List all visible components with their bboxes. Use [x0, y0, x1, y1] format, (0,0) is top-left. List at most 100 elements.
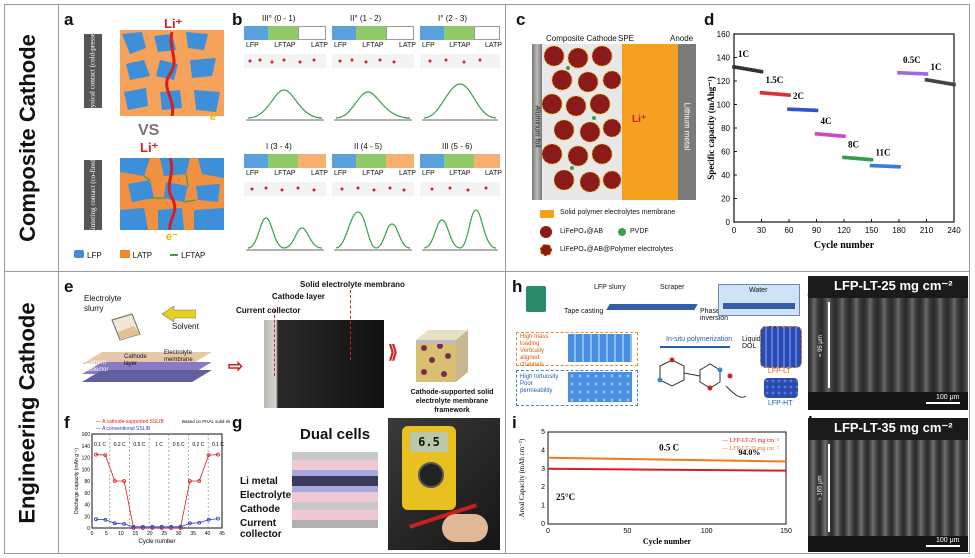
- tape-casting-bar: Tape casting LFP slurry Scraper Phase in…: [524, 282, 728, 322]
- side-label-composite: Composite Cathode: [0, 4, 56, 271]
- data-point: [864, 157, 868, 162]
- data-point: [765, 91, 769, 96]
- sd2-label-lfp: LFP: [334, 42, 347, 49]
- panel-letter-f: f: [64, 413, 70, 432]
- casting-film: [606, 304, 698, 310]
- sd5-particles: [332, 182, 414, 251]
- plot-frame: [547, 431, 787, 525]
- data-point: [844, 155, 849, 160]
- temperature-annotation: 25°C: [556, 492, 575, 502]
- sem-j-title: LFP-LT-25 mg cm⁻²: [834, 278, 953, 293]
- current-collector-label: Current collector: [236, 306, 301, 315]
- y-tick-label: 0: [726, 218, 731, 227]
- legend-lftap: LFTAP: [170, 251, 205, 260]
- sd5-bar: [332, 154, 414, 168]
- sd6-label-lftap: LFTAP: [449, 170, 471, 177]
- x-tick-label: 35: [190, 531, 196, 537]
- sem-j-height-label: ≈ 95 μm: [816, 326, 826, 366]
- data-point: [869, 163, 874, 168]
- x-tick-label: 90: [812, 226, 821, 235]
- sd1-lfp: [244, 26, 268, 40]
- aluminum-foil: [532, 44, 542, 200]
- sd4-lftap: [268, 154, 298, 168]
- lfp-ab-label: LiFePO₄@AB: [560, 228, 604, 235]
- x-tick-label: 50: [623, 528, 631, 535]
- sd4-label-lftap: LFTAP: [274, 170, 296, 177]
- data-point: [94, 452, 98, 457]
- sd5-label-lftap: LFTAP: [362, 170, 384, 177]
- box1-text: High mass loading Vertically aligned cha…: [520, 334, 549, 368]
- sd2-particles: [332, 54, 414, 121]
- rate-label: 0.5 C: [133, 442, 145, 448]
- framework-label: Cathode-supported solid electrolyte memb…: [410, 389, 494, 414]
- x-tick-label: 25: [161, 531, 167, 537]
- data-point: [94, 517, 98, 522]
- rate-label: 0.1 C: [94, 442, 106, 448]
- sem-j-top-band: [808, 276, 968, 298]
- tape-casting-label: Tape casting: [564, 308, 604, 315]
- rate-annotation: 0.5 C: [659, 442, 679, 452]
- data-point: [833, 133, 838, 138]
- panel-a-legend: LFP LATP LFTAP: [74, 250, 205, 260]
- legend-entry: — LFP-LT-25 mg cm⁻²: [721, 438, 779, 444]
- sd3-particles: [420, 54, 500, 121]
- series-line: [547, 456, 787, 463]
- data-point: [913, 71, 918, 76]
- in-situ-arrow: [660, 346, 730, 348]
- data-point: [789, 107, 794, 112]
- sem-k-bottom-band: [808, 536, 968, 552]
- lt-tag: LFP-LT: [768, 368, 791, 375]
- data-point: [946, 81, 951, 86]
- data-point: [943, 81, 948, 85]
- plot-frame: [733, 33, 955, 223]
- x-tick-label: 15: [133, 531, 139, 537]
- y-tick-label: 100: [717, 101, 731, 110]
- sem-k-top-band: [808, 418, 968, 440]
- data-point: [897, 164, 901, 169]
- lftap-swatch: [170, 254, 179, 257]
- sd2-lftap: [356, 26, 386, 40]
- side-label-composite-text: Composite Cathode: [15, 33, 41, 242]
- data-point: [197, 479, 202, 483]
- data-point: [938, 80, 943, 84]
- side-label-engineering-text: Engineering Cathode: [15, 301, 40, 524]
- rate-annotation: 0.5C: [903, 55, 921, 65]
- series-line: [547, 467, 787, 472]
- sd3-lftap: [444, 26, 474, 40]
- sd4-bar: [244, 154, 326, 168]
- x-tick-label: 180: [892, 226, 906, 235]
- data-point: [169, 524, 173, 529]
- water-label: Water: [749, 287, 768, 294]
- multimeter-dial: [418, 462, 444, 488]
- x-tick-label: 0: [546, 528, 550, 535]
- arrow-e2: ⟫: [388, 342, 399, 362]
- y-tick-label: 3: [541, 466, 545, 473]
- data-point: [927, 78, 932, 83]
- sem-j-height-text: ≈ 95 μm: [818, 335, 825, 357]
- lfp-ab-polymer-swatch: [540, 244, 552, 256]
- data-point: [949, 82, 954, 86]
- y-tick-label: 20: [84, 514, 90, 520]
- y-tick-label: 4: [541, 447, 545, 454]
- data-point: [853, 156, 857, 161]
- x-axis-label: Cycle number: [643, 537, 692, 546]
- y-tick-label: 100: [82, 467, 91, 473]
- water-bath: Water: [718, 284, 800, 316]
- rate-annotation: 11C: [876, 148, 891, 158]
- sd6-label-latp: LATP: [484, 170, 502, 177]
- sd5-label-latp: LATP: [398, 170, 416, 177]
- slurry-container: [526, 286, 546, 312]
- label-current-collector: Current collector: [240, 518, 282, 540]
- data-point: [122, 479, 127, 483]
- sd1-label-lftap: LFTAP: [274, 42, 296, 49]
- data-point: [888, 164, 893, 169]
- data-point: [869, 157, 874, 162]
- sd3-label-lfp: LFP: [422, 42, 435, 49]
- cathode-layer-label: Cathode layer: [272, 292, 325, 301]
- sd4-lfp: [244, 154, 268, 168]
